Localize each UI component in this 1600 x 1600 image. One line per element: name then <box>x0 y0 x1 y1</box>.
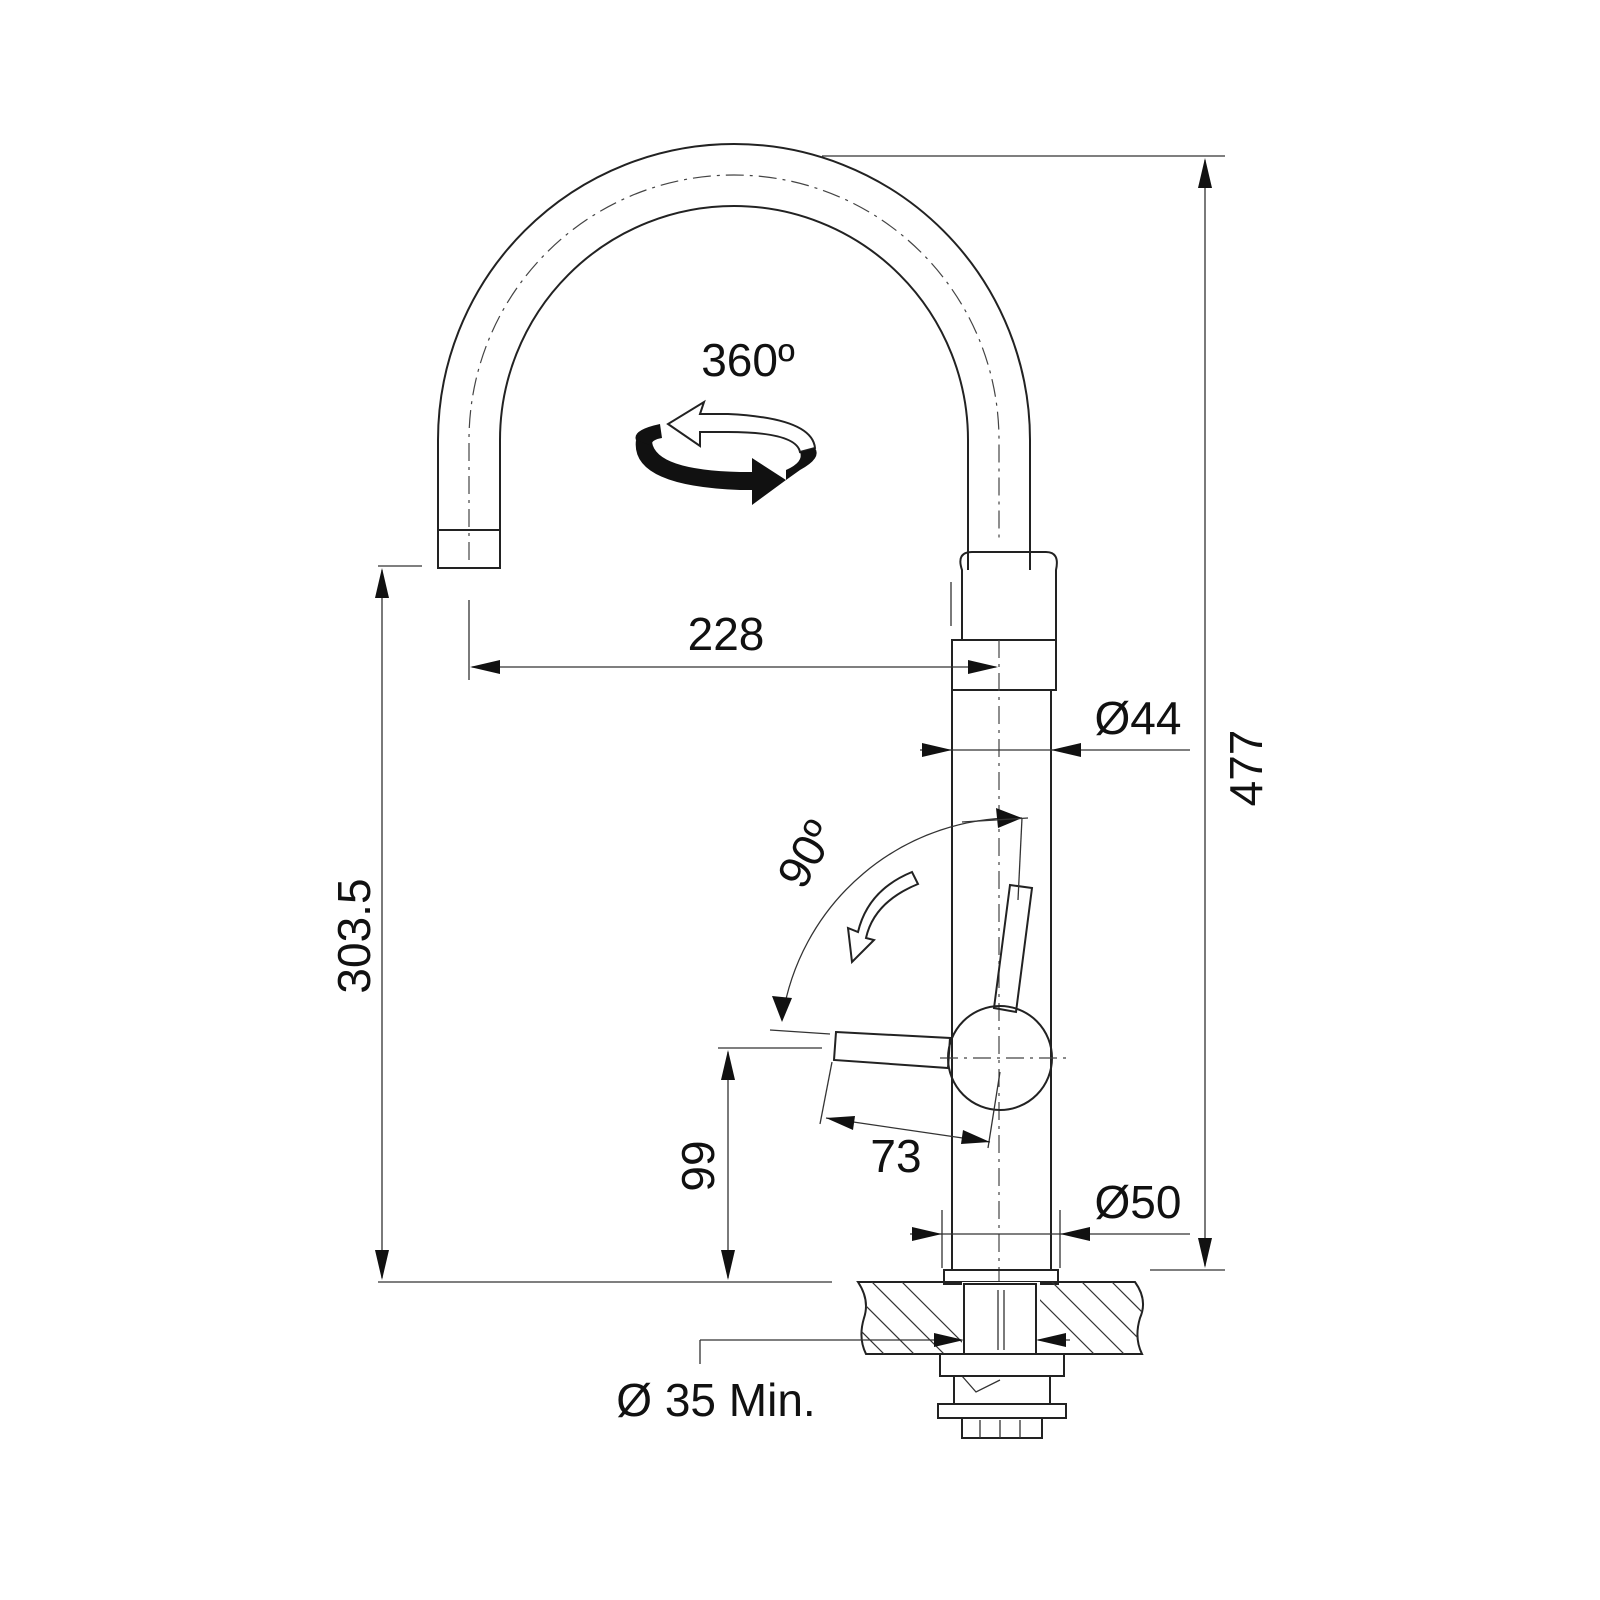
countertop-section <box>856 1281 1145 1439</box>
faucet-body <box>437 143 1059 1300</box>
curved-arrow-icon <box>846 870 920 965</box>
lever-angle-label: 90º <box>767 811 846 896</box>
aerator <box>437 529 501 569</box>
lever-raised <box>992 883 1034 1014</box>
dimension-lines <box>375 155 1225 1364</box>
lever-horizontal <box>832 1030 952 1070</box>
lever-length-label: 73 <box>870 1130 921 1182</box>
base-diameter-label: Ø50 <box>1095 1176 1182 1228</box>
spout-outer <box>437 143 1031 570</box>
hole-diameter-label: Ø 35 Min. <box>616 1374 815 1426</box>
spout-inner <box>499 205 969 570</box>
spout-reach-label: 228 <box>688 608 765 660</box>
total-height-label: 477 <box>1220 730 1272 807</box>
lever-assembly <box>769 808 1068 1111</box>
rotation-arrow-icon <box>635 399 817 505</box>
spout-collar <box>959 551 1058 641</box>
collar-ring <box>951 639 1057 691</box>
mounting-nut <box>939 1353 1065 1377</box>
body-diameter-label: Ø44 <box>1095 692 1182 744</box>
swivel-angle-label: 360º <box>701 334 795 386</box>
spout-centerline <box>468 174 1000 560</box>
spout-height-label: 303.5 <box>328 878 380 993</box>
lever-height-label: 99 <box>672 1140 724 1191</box>
